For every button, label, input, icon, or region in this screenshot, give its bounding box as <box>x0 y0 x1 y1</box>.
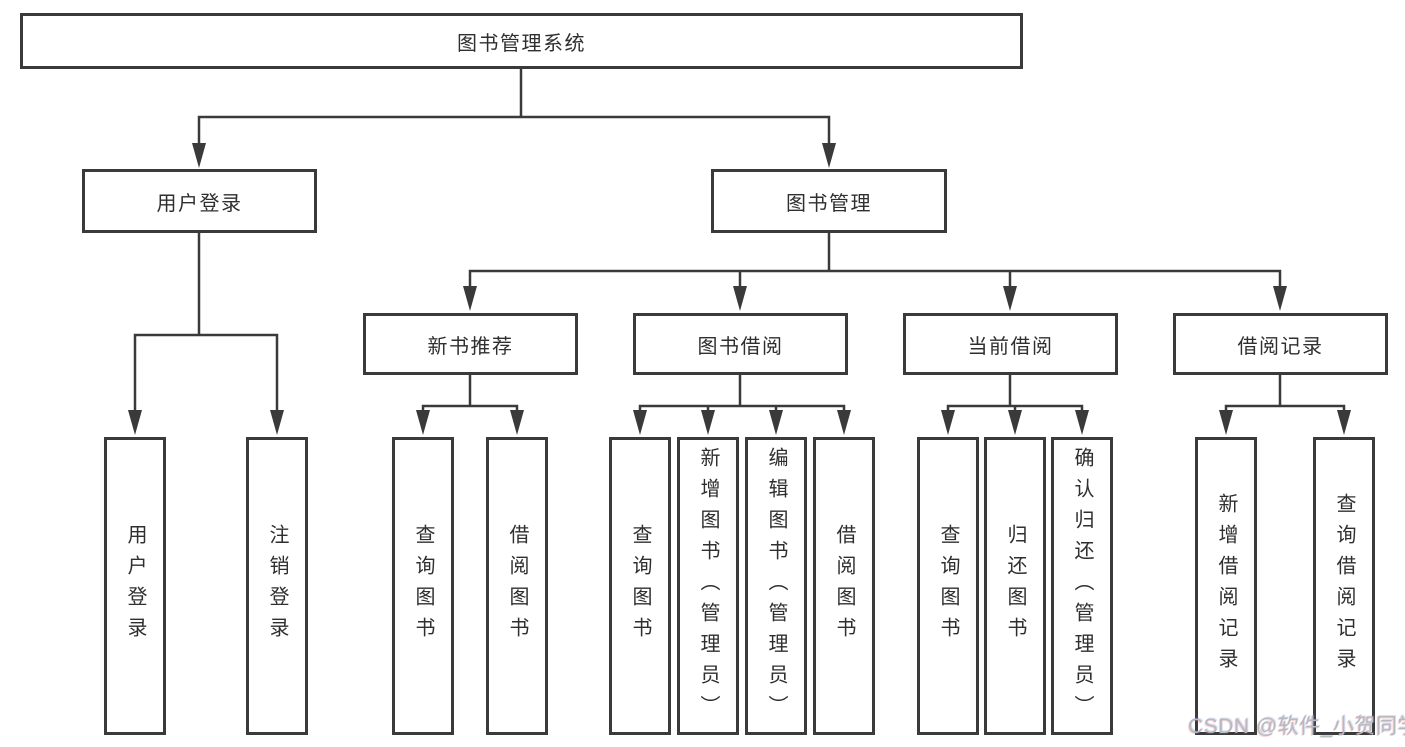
leaf-query-borrow-record: 查询借阅记录 <box>1313 437 1375 735</box>
node-label: 确认归还（管理员） <box>1071 446 1093 726</box>
node-root-system: 图书管理系统 <box>20 13 1023 69</box>
node-label: 编辑图书（管理员） <box>765 446 787 726</box>
node-label: 归还图书 <box>1004 524 1026 648</box>
node-label: 借阅图书 <box>833 524 855 648</box>
node-label: 借阅图书 <box>506 524 528 648</box>
leaf-edit-books-admin: 编辑图书（管理员） <box>745 437 807 735</box>
csdn-watermark: CSDN @软件_小贺同学 <box>1188 715 1405 738</box>
node-label: 查询借阅记录 <box>1333 493 1355 679</box>
node-new-book-recommendation: 新书推荐 <box>363 313 578 375</box>
node-book-management: 图书管理 <box>711 169 947 233</box>
leaf-return-books: 归还图书 <box>984 437 1046 735</box>
node-label: 查询图书 <box>937 524 959 648</box>
leaf-logout: 注销登录 <box>246 437 308 735</box>
leaf-borrow-books-recommend: 借阅图书 <box>486 437 548 735</box>
node-label: 查询图书 <box>629 524 651 648</box>
leaf-query-books: 查询图书 <box>609 437 671 735</box>
node-label: 当前借阅 <box>967 335 1054 358</box>
node-label: 注销登录 <box>266 524 288 648</box>
node-label: 用户登录 <box>124 524 146 648</box>
leaf-user-login: 用户登录 <box>104 437 166 735</box>
node-label: 新增借阅记录 <box>1215 493 1237 679</box>
leaf-add-borrow-record: 新增借阅记录 <box>1195 437 1257 735</box>
node-borrowing-records: 借阅记录 <box>1173 313 1388 375</box>
leaf-add-books-admin: 新增图书（管理员） <box>677 437 739 735</box>
node-label: 借阅记录 <box>1237 335 1324 358</box>
node-label: 新增图书（管理员） <box>697 446 719 726</box>
leaf-borrow-books: 借阅图书 <box>813 437 875 735</box>
leaf-query-books-current: 查询图书 <box>917 437 979 735</box>
node-label: 图书借阅 <box>697 335 784 358</box>
leaf-query-books-recommend: 查询图书 <box>392 437 454 735</box>
node-label: 新书推荐 <box>427 335 514 358</box>
leaf-confirm-return-admin: 确认归还（管理员） <box>1051 437 1113 735</box>
node-label: 用户登录 <box>156 192 243 215</box>
node-user-login: 用户登录 <box>82 169 317 233</box>
node-book-borrowing: 图书借阅 <box>633 313 848 375</box>
node-label: 图书管理系统 <box>457 32 586 55</box>
node-current-borrowing: 当前借阅 <box>903 313 1118 375</box>
node-label: 图书管理 <box>786 192 872 215</box>
node-label: 查询图书 <box>412 524 434 648</box>
